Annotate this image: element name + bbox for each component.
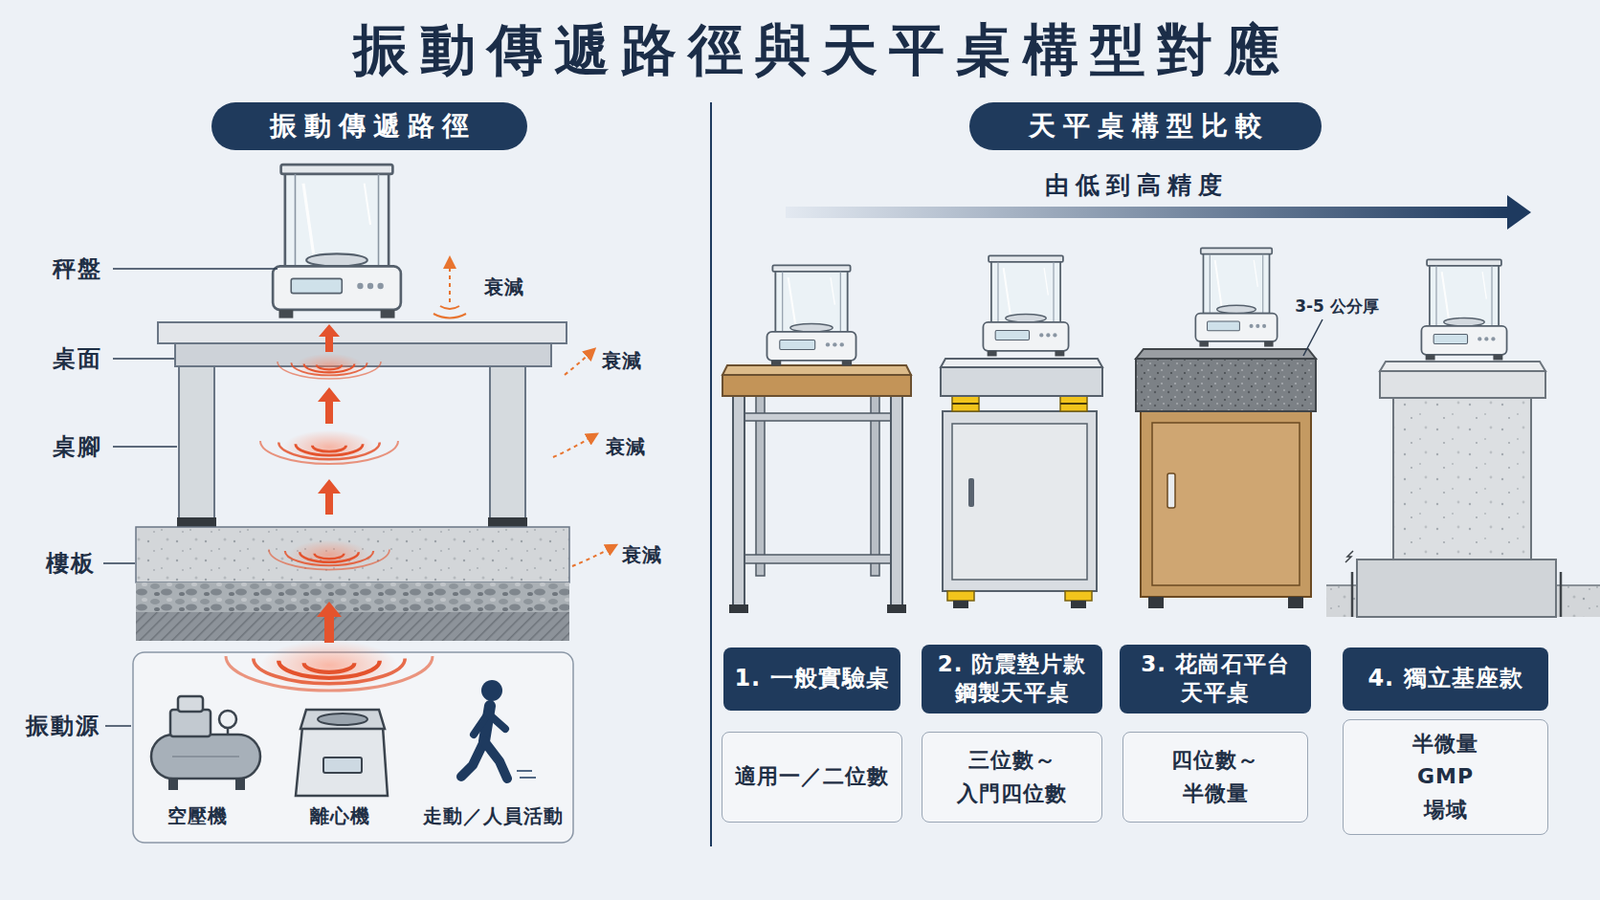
text-label: 桌面 xyxy=(50,343,103,375)
precision-note: 適用一／二位數 xyxy=(721,732,903,823)
precision-note: 四位數～ 半微量 xyxy=(1122,732,1309,823)
precision-note: 三位數～ 入門四位數 xyxy=(921,732,1103,823)
config-title: 3. 花崗石平台 天平桌 xyxy=(1119,644,1312,714)
section-header: 振動傳遞路徑 xyxy=(211,102,528,151)
text-label: 由低到高精度 xyxy=(1038,169,1229,201)
node-text: 3. 花崗石平台 天平桌 xyxy=(1127,650,1304,709)
node-text: 半微量 GMP 場域 xyxy=(1393,728,1499,826)
text-label: 3-5 公分厚 xyxy=(1294,295,1379,318)
text-label: 走動／人員活動 xyxy=(422,803,564,830)
config-title: 4. 獨立基座款 xyxy=(1342,647,1549,712)
node-text: 2. 防震墊片款 鋼製天平桌 xyxy=(929,650,1095,709)
precision-note: 半微量 GMP 場域 xyxy=(1342,719,1549,836)
text-label: 秤盤 xyxy=(50,253,103,285)
node-text: 四位數～ 半微量 xyxy=(1157,744,1273,810)
text-label: 樓板 xyxy=(44,548,96,579)
text-label: 振動源 xyxy=(23,711,101,742)
node-text: 1. 一般實驗桌 xyxy=(733,664,889,694)
config-title: 1. 一般實驗桌 xyxy=(723,647,901,712)
text-label: 離心機 xyxy=(309,803,371,830)
text-label: 桌腳 xyxy=(50,431,103,463)
node-text: 天平桌構型比較 xyxy=(1021,108,1270,145)
node-text: 4. 獨立基座款 xyxy=(1367,664,1523,694)
text-label: 衰減 xyxy=(621,542,663,569)
page-title: 振動傳遞路徑與天平桌構型對應 xyxy=(341,13,1291,89)
text-label: 衰減 xyxy=(483,274,525,301)
text-label: 空壓機 xyxy=(166,803,228,830)
node-text: 三位數～ 入門四位數 xyxy=(932,744,1092,810)
text-label: 衰減 xyxy=(604,434,646,461)
text-label: 衰減 xyxy=(600,348,643,375)
node-text: 振動傳遞路徑 xyxy=(262,108,477,145)
section-header: 天平桌構型比較 xyxy=(969,102,1322,151)
node-text: 適用一／二位數 xyxy=(734,760,889,794)
config-title: 2. 防震墊片款 鋼製天平桌 xyxy=(921,644,1103,714)
